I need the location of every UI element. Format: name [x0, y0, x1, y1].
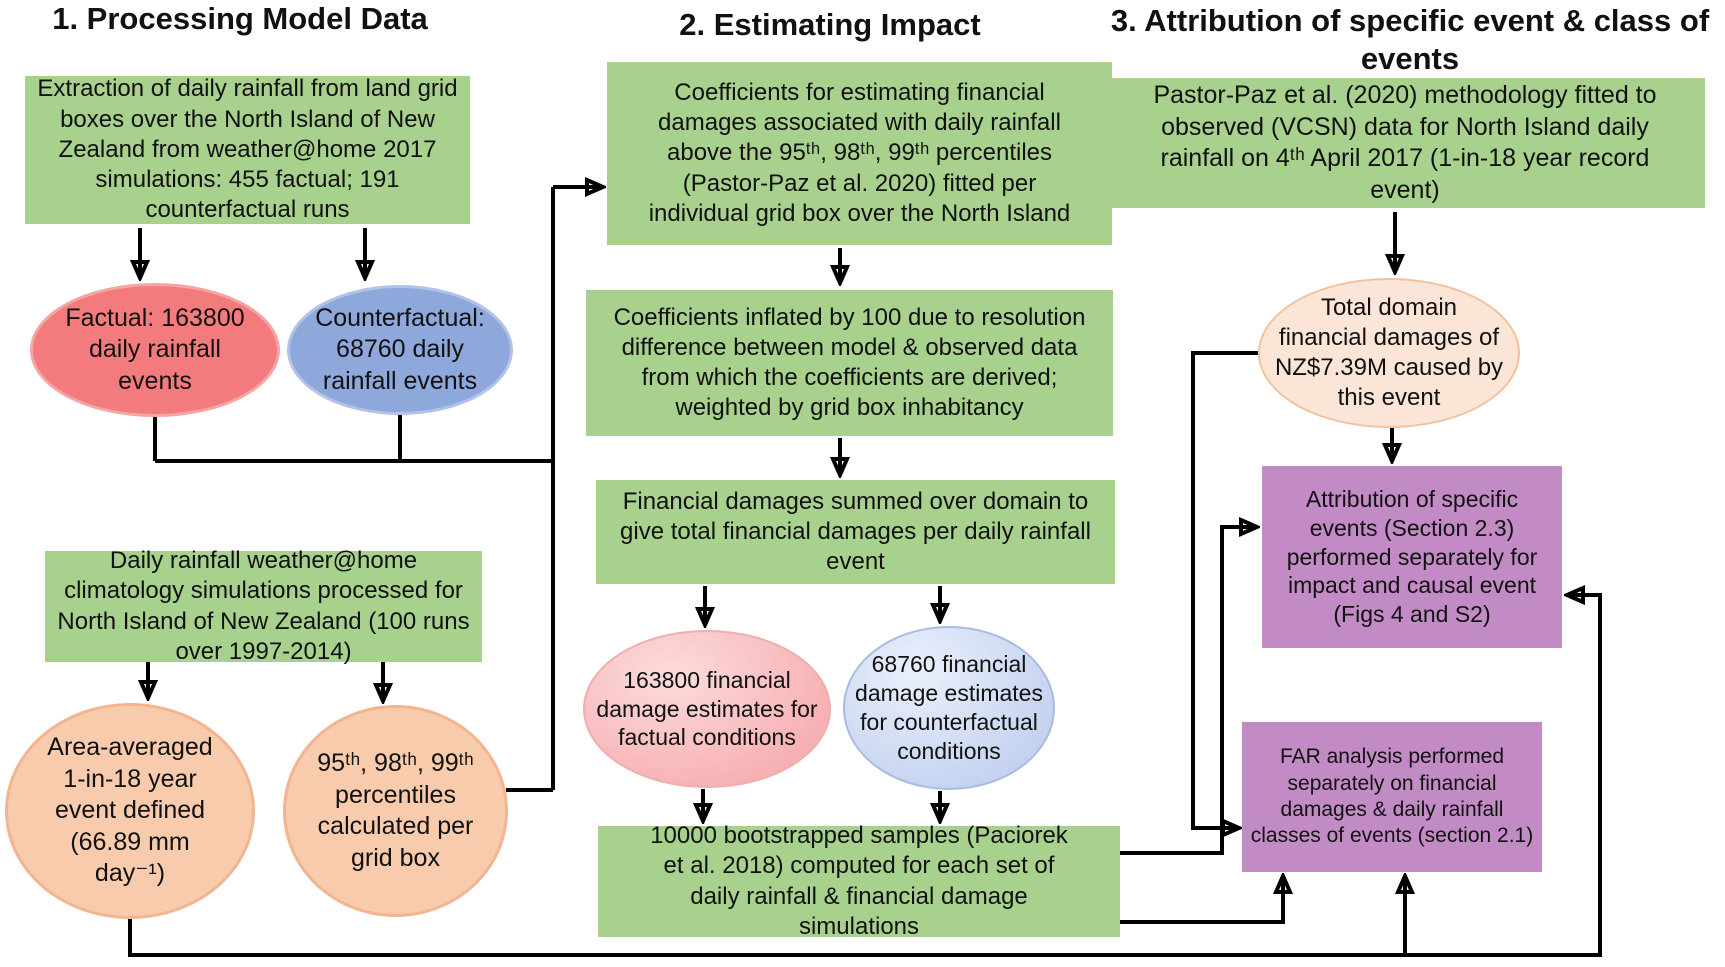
ellipse-factual-events: Factual: 163800 daily rainfall events — [30, 283, 280, 417]
box-damage-coefficients: Coefficients for estimating financial da… — [607, 62, 1112, 245]
connector-bootstrap-to-attribution-box — [1120, 527, 1255, 855]
box-bootstrapped-samples: 10000 bootstrapped samples (Paciorek et … — [598, 822, 1120, 940]
connector-area-averaged-to-attribution-box — [128, 595, 1602, 957]
connector-bootstrap-to-far-box — [1120, 878, 1283, 924]
box-pastor-paz-methodology: Pastor-Paz et al. (2020) methodology fit… — [1105, 78, 1705, 208]
box-attribution-specific-events: Attribution of specific events (Section … — [1262, 466, 1562, 648]
ellipse-percentiles-per-grid-box: 95ᵗʰ, 98ᵗʰ, 99ᵗʰ percentiles calculated … — [283, 705, 508, 917]
ellipse-factual-damage-estimates: 163800 financial damage estimates for fa… — [583, 630, 831, 788]
ellipse-total-domain-damages: Total domain financial damages of NZ$7.3… — [1258, 278, 1520, 428]
box-climatology-simulations: Daily rainfall weather@home climatology … — [45, 547, 482, 665]
box-damages-summed: Financial damages summed over domain to … — [596, 480, 1115, 584]
section-title-attribution: 3. Attribution of specific event & class… — [1110, 3, 1710, 76]
section-title-processing: 1. Processing Model Data — [52, 1, 428, 36]
connector-total-damages-to-far-box — [1191, 351, 1260, 828]
section-title-impact: 2. Estimating Impact — [679, 7, 981, 42]
box-coefficients-inflated: Coefficients inflated by 100 due to reso… — [586, 290, 1113, 436]
ellipse-counterfactual-events: Counterfactual: 68760 daily rainfall eve… — [287, 285, 513, 415]
box-far-analysis: FAR analysis performed separately on fin… — [1242, 722, 1542, 872]
box-extraction-model-data: Extraction of daily rainfall from land g… — [25, 75, 470, 224]
ellipse-area-averaged-event: Area-averaged 1-in-18 year event defined… — [5, 703, 255, 919]
ellipse-counterfactual-damage-estimates: 68760 financial damage estimates for cou… — [843, 626, 1055, 790]
